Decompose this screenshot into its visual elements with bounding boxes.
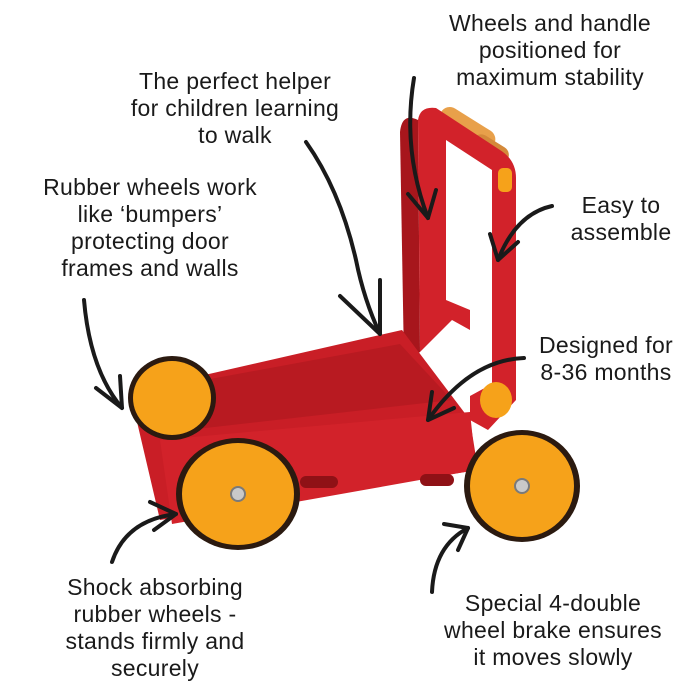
callout-shock: Shock absorbing rubber wheels - stands f… (65, 574, 245, 681)
arrow-shock (110, 500, 178, 564)
arrow-brake (430, 522, 470, 594)
arrow-bumpers (82, 298, 124, 410)
wheel-back-left (128, 356, 216, 440)
callout-bumpers: Rubber wheels work like ‘bumpers’ protec… (43, 174, 257, 281)
arrow-assemble (488, 204, 554, 262)
wheel-front-left (176, 438, 300, 550)
callout-brake: Special 4-double wheel brake ensures it … (444, 590, 662, 670)
callout-age: Designed for 8-36 months (538, 332, 673, 385)
arrow-helper (304, 140, 382, 336)
arrow-stability (406, 76, 438, 220)
arrow-age (426, 356, 526, 422)
wheel-back-right (480, 382, 512, 418)
callout-stability: Wheels and handle positioned for maximum… (448, 10, 651, 90)
callout-assemble: Easy to assemble (570, 192, 672, 245)
wheel-front-right (464, 430, 580, 542)
callout-helper: The perfect helper for children learning… (130, 68, 340, 148)
